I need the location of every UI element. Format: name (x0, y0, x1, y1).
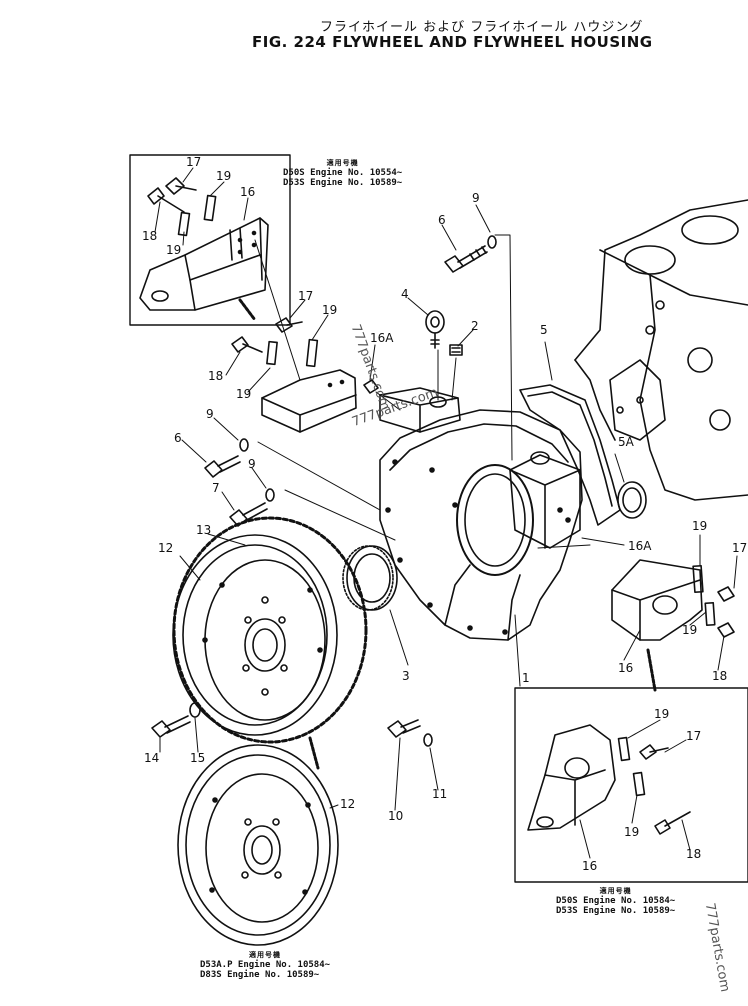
applicability-note-bottom-center: 適用号機 D53A.P Engine No. 10584~ D83S Engin… (200, 950, 330, 980)
callout-5a: 5A (618, 435, 635, 449)
callout-19-mid-b: 19 (236, 387, 251, 401)
callout-19-right-b: 19 (682, 623, 697, 637)
callout-11: 11 (432, 787, 447, 801)
callout-19-inset-b: 19 (166, 243, 181, 257)
engine-block (574, 199, 748, 501)
callout-3: 3 (402, 669, 410, 683)
flywheel-12-with-ring-gear (172, 516, 368, 744)
note-title: 適用号機 (249, 951, 282, 959)
callout-16-inset: 16 (240, 185, 255, 199)
figure-title: FIG. 224 FLYWHEEL AND FLYWHEEL HOUSING (252, 33, 653, 51)
washer-11 (423, 733, 433, 747)
note-line: D53S Engine No. 10589~ (283, 178, 403, 188)
note-line: D53A.P Engine No. 10584~ (200, 960, 331, 970)
inset-bracket-top-left (129, 154, 291, 326)
callout-9-top: 9 (472, 191, 480, 205)
bolt-14 (151, 715, 191, 738)
flywheel-12-alternate (177, 744, 339, 946)
arrows (238, 298, 657, 770)
callout-18-bottom: 18 (686, 847, 701, 861)
callout-13: 13 (196, 523, 211, 537)
callout-16-bottom: 16 (582, 859, 597, 873)
note-line: D83S Engine No. 10589~ (200, 970, 320, 980)
callout-19-mid-a: 19 (322, 303, 337, 317)
callout-9-mid: 9 (206, 407, 214, 421)
callout-4: 4 (401, 287, 409, 301)
callout-16a-right: 16A (628, 539, 652, 553)
applicability-note-bottom-right: 適用号機 D50S Engine No. 10584~ D53S Engine … (556, 886, 675, 916)
leader-lines (154, 167, 738, 859)
oil-seal-3 (342, 545, 398, 611)
bolt-6 (204, 455, 241, 478)
callout-6: 6 (174, 431, 182, 445)
callout-18-right: 18 (712, 669, 727, 683)
callout-19-bottom-b: 19 (624, 825, 639, 839)
bracket-16-mid (231, 317, 379, 433)
callout-18-inset: 18 (142, 229, 157, 243)
note-title: 適用号機 (326, 159, 359, 167)
applicability-note-top-left: 適用号機 D50S Engine No. 10554~ D53S Engine … (283, 158, 402, 188)
callout-12: 12 (158, 541, 173, 555)
callout-labels: 1 2 3 4 5 5A 6 6 7 9 9 9 10 11 12 12 13 … (142, 155, 747, 873)
inset-bracket-bottom-right (514, 687, 748, 883)
figure-title-japanese: フライホイール および フライホイール ハウジング (320, 20, 644, 35)
callout-8: 6 (438, 213, 446, 227)
callout-2: 2 (471, 319, 479, 333)
callout-10: 10 (388, 809, 403, 823)
callout-1: 1 (522, 671, 530, 685)
note-line: D50S Engine No. 10584~ (556, 896, 676, 906)
callout-19-inset-a: 19 (216, 169, 231, 183)
callout-15: 15 (190, 751, 205, 765)
bracket-16-right (611, 559, 735, 641)
note-line: D53S Engine No. 10589~ (556, 906, 676, 916)
washer-15 (189, 702, 201, 718)
callout-18-mid: 18 (208, 369, 223, 383)
washer-9-mid (239, 438, 249, 452)
note-title: 適用号機 (599, 887, 632, 895)
callout-16-right: 16 (618, 661, 633, 675)
callout-12-alt: 12 (340, 797, 355, 811)
callout-17-bottom: 17 (686, 729, 701, 743)
note-line: D50S Engine No. 10554~ (283, 168, 403, 178)
washer-9-top (487, 235, 497, 249)
callout-19-bottom-a: 19 (654, 707, 669, 721)
callout-17-mid: 17 (298, 289, 313, 303)
washer-9-low (265, 488, 275, 502)
plug-2 (449, 344, 463, 356)
callout-17-right: 17 (732, 541, 747, 555)
eye-bolt-4 (425, 310, 445, 349)
oil-seal-5a (617, 481, 647, 519)
callout-14: 14 (144, 751, 159, 765)
callout-5: 5 (540, 323, 548, 337)
callout-16a-top: 16A (370, 331, 394, 345)
callout-19-right-a: 19 (692, 519, 707, 533)
callout-17-inset: 17 (186, 155, 201, 169)
flywheel-housing (379, 387, 583, 641)
bolt-10 (387, 719, 421, 738)
callout-7: 7 (212, 481, 220, 495)
callout-9-low: 9 (248, 457, 256, 471)
bolt-8 (444, 245, 488, 273)
bolt-7 (229, 502, 268, 527)
gasket (519, 384, 621, 526)
